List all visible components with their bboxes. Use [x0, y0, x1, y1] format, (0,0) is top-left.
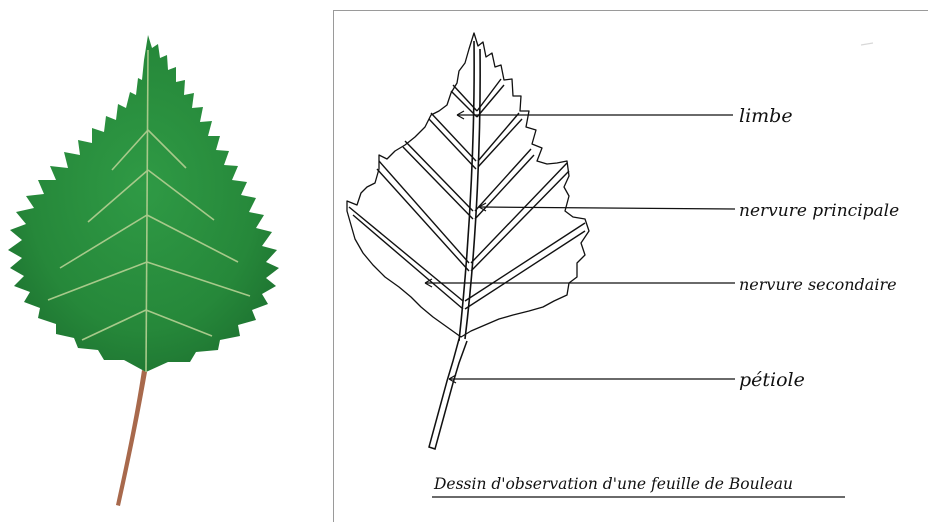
observation-drawing: limbe nervure principale nervure seconda… — [334, 11, 928, 522]
photo-leaf-blade — [8, 35, 279, 372]
drawn-leaf-outline — [347, 33, 589, 337]
paper-speck — [861, 43, 873, 45]
pointer-main-vein — [479, 207, 735, 209]
drawn-main-vein — [459, 41, 480, 341]
drawn-petiole — [429, 339, 467, 449]
label-secondary-vein: nervure secondaire — [739, 275, 897, 294]
photo-petiole — [116, 370, 147, 506]
label-pointers — [425, 111, 735, 383]
drawn-secondary-veins — [349, 79, 585, 309]
drawing-caption: Dessin d'observation d'une feuille de Bo… — [433, 475, 793, 493]
label-petiole: pétiole — [739, 369, 805, 391]
observation-drawing-panel: limbe nervure principale nervure seconda… — [333, 10, 928, 522]
birch-leaf-photo — [0, 0, 300, 522]
label-limbe: limbe — [739, 105, 793, 127]
label-main-vein: nervure principale — [739, 201, 899, 221]
